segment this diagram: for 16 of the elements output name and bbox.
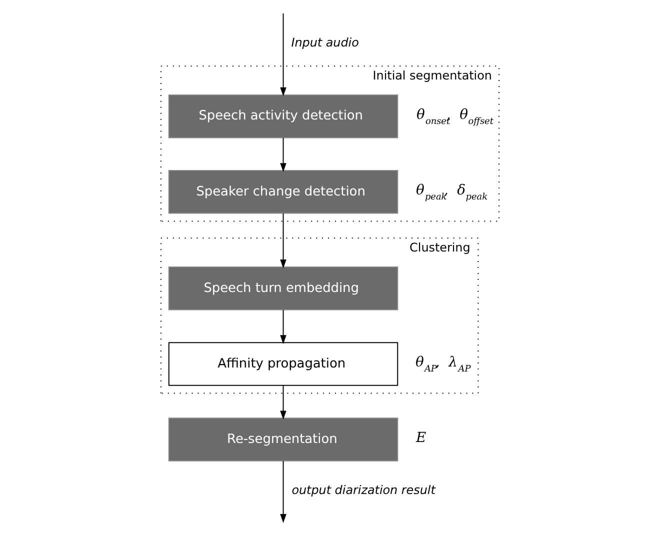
arrow xyxy=(280,212,286,268)
arrow xyxy=(280,460,286,523)
node-box: Speaker change detection xyxy=(168,170,398,214)
node-box: Speech activity detection xyxy=(168,94,398,138)
node-label: E xyxy=(416,430,426,446)
node-box: Affinity propagation xyxy=(168,342,398,386)
arrow xyxy=(280,12,286,96)
node-box: Re-segmentation xyxy=(168,418,398,462)
node-label: θ$_{peak}$, δ$_{peak}$ xyxy=(416,182,488,203)
arrow xyxy=(280,384,286,420)
arrow xyxy=(280,137,286,172)
edge-label: Input audio xyxy=(290,35,358,50)
arrow xyxy=(280,309,286,344)
node-box: Speech turn embedding xyxy=(168,266,398,310)
edge-label: output diarization result xyxy=(291,482,435,497)
node-label: θ$_{AP}$, λ$_{AP}$ xyxy=(415,354,470,375)
